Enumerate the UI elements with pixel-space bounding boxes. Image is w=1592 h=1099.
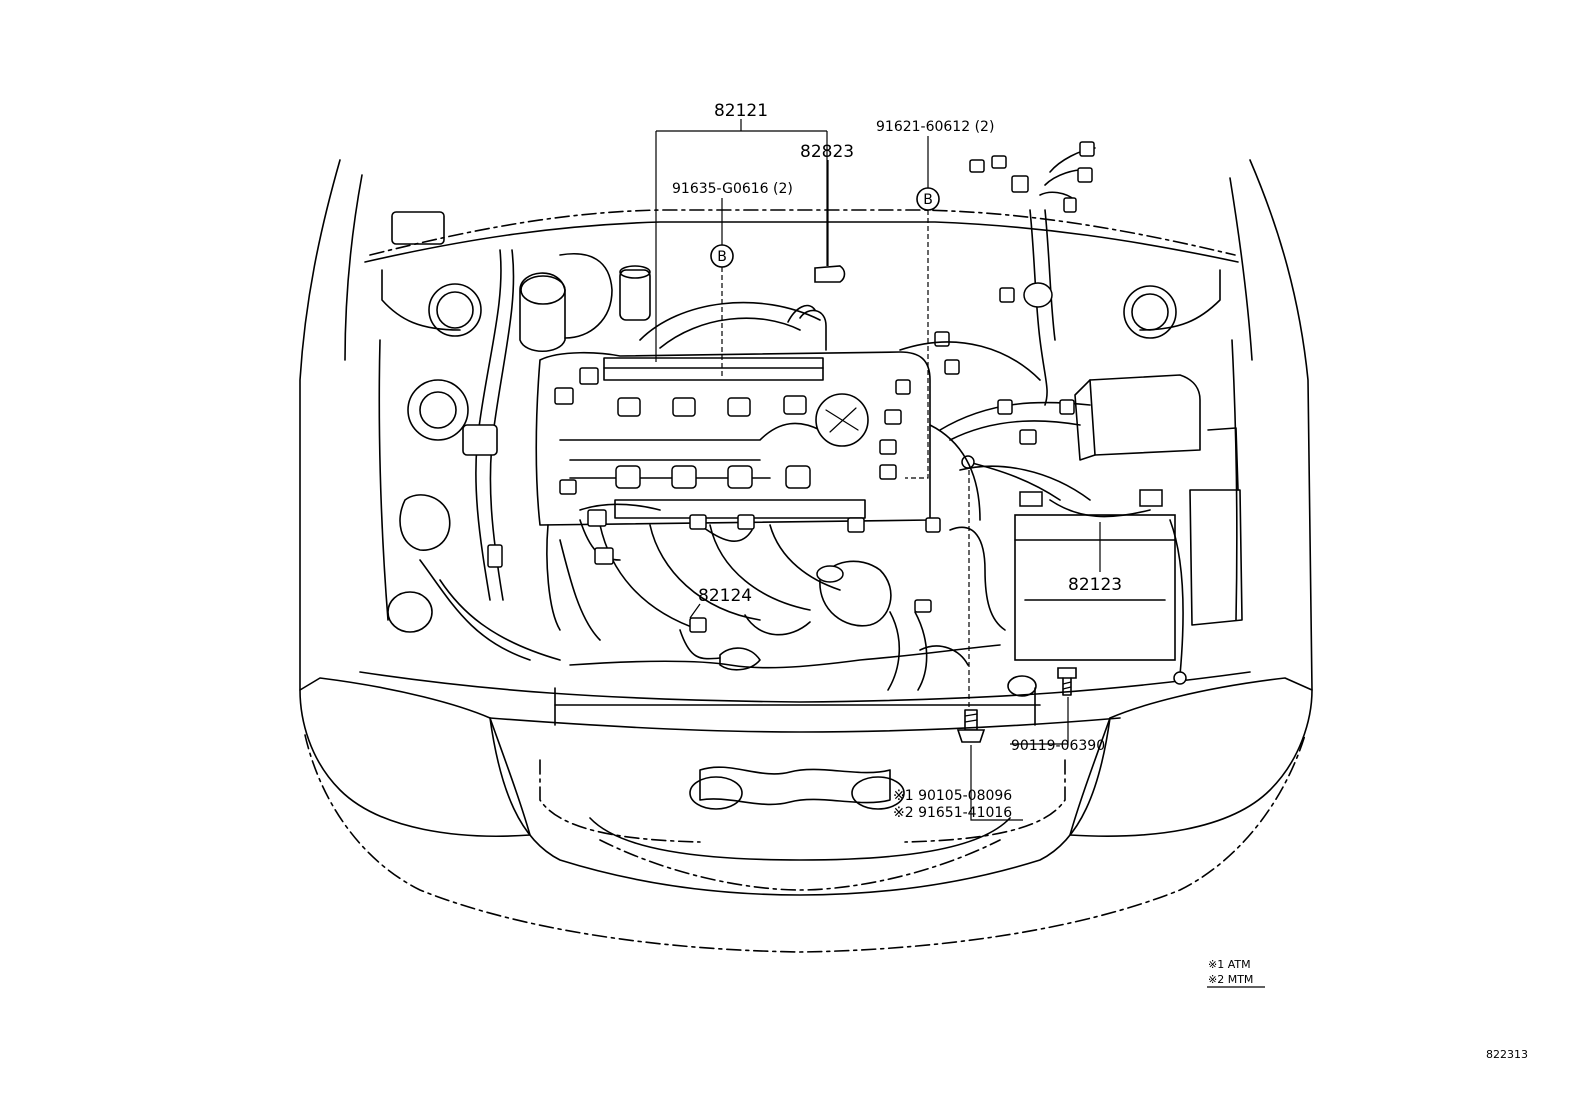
car-body-outline	[299, 159, 1313, 953]
callout-labels: 82121 82823 91635-G0616 (2) 91621-60612 …	[672, 101, 1122, 821]
legend-atm: ※1 ATM	[1208, 958, 1251, 971]
callout-91651-41016: ※2 91651-41016	[893, 805, 1012, 821]
callout-90105-08096: ※1 90105-08096	[893, 788, 1012, 804]
callout-82121: 82121	[714, 101, 768, 121]
legend: ※1 ATM ※2 MTM	[1207, 958, 1265, 988]
callout-91635-g0616: 91635-G0616 (2)	[672, 181, 793, 197]
marker-b-left: B	[710, 244, 734, 268]
figure-number: 822313	[1486, 1048, 1528, 1061]
callout-91621-60612: 91621-60612 (2)	[876, 119, 994, 135]
engine-assembly	[387, 141, 1243, 697]
marker-b-left-label: B	[717, 249, 727, 265]
bolt-90119	[1057, 667, 1077, 696]
marker-b-right: B	[916, 187, 940, 211]
callout-82823: 82823	[800, 142, 854, 162]
bolt-90105	[956, 709, 986, 743]
legend-mtm: ※2 MTM	[1208, 973, 1253, 986]
callout-90119-06390: 90119-06390	[1011, 738, 1105, 754]
callout-82124: 82124	[698, 586, 752, 606]
callout-82123: 82123	[1068, 575, 1122, 595]
leader-lines	[655, 119, 1101, 821]
marker-b-right-label: B	[923, 192, 933, 208]
